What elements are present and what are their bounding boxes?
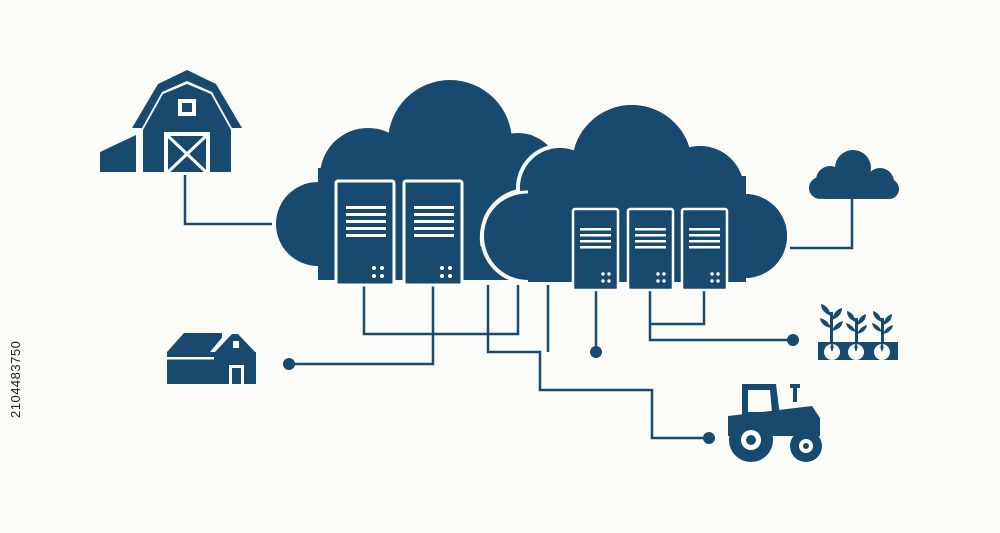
server-icon xyxy=(334,179,396,287)
cloud-icon xyxy=(809,150,899,199)
server-icon xyxy=(626,207,675,292)
line-server-to-crops xyxy=(648,324,792,342)
line-servers-to-tractor xyxy=(486,285,708,440)
server-icon xyxy=(571,207,620,292)
line-barn-to-cloud xyxy=(183,175,272,226)
line-cloud-to-small-cloud xyxy=(790,198,854,250)
tractor-icon xyxy=(728,384,822,462)
connector-lines xyxy=(183,175,854,440)
connector-nodes xyxy=(283,334,799,444)
line-server1-loop xyxy=(362,285,520,336)
small-barn-icon xyxy=(167,328,260,384)
barn-icon xyxy=(100,70,242,174)
crops-icon xyxy=(818,304,898,360)
line-server2-to-small-barn xyxy=(290,285,435,366)
node-small-barn xyxy=(283,358,295,370)
line-server5-loop xyxy=(648,290,706,326)
stock-id-label: 2104483750 xyxy=(8,340,23,418)
node-crops xyxy=(787,334,799,346)
node-server4 xyxy=(590,346,602,358)
server-icon xyxy=(402,179,464,287)
server-icon xyxy=(680,207,729,292)
node-tractor xyxy=(703,432,715,444)
